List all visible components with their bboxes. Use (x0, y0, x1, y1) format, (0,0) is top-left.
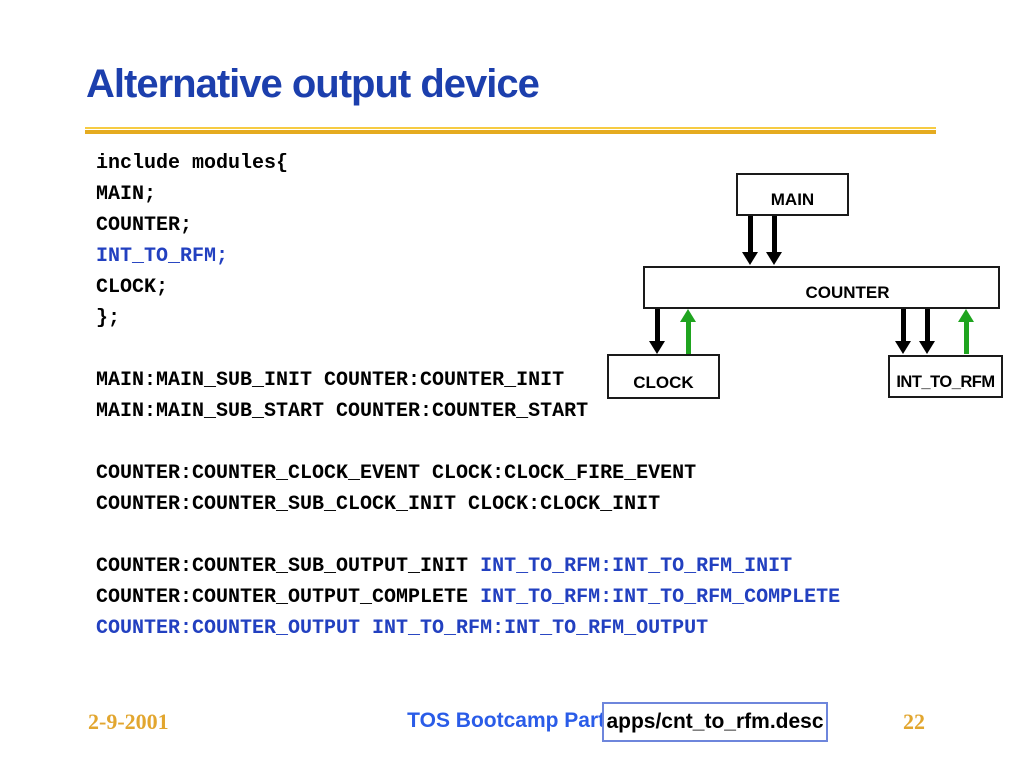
code-line-9 (96, 427, 840, 458)
footer-page-number: 22 (903, 709, 925, 734)
counter-box: COUNTER (643, 266, 1000, 309)
code-line-14: COUNTER:COUNTER_OUTPUT_COMPLETE INT_TO_R… (96, 586, 841, 609)
code-line-10: COUNTER:COUNTER_CLOCK_EVENT CLOCK:CLOCK_… (96, 462, 697, 485)
code-line-5: }; (96, 307, 121, 330)
code-line-11: COUNTER:COUNTER_SUB_CLOCK_INIT CLOCK:CLO… (96, 493, 661, 516)
int-to-rfm-box-label: INT_TO_RFM (896, 373, 995, 391)
title-underline (85, 127, 936, 134)
main-box: MAIN (736, 173, 849, 216)
code-line-7: MAIN:MAIN_SUB_INIT COUNTER:COUNTER_INIT (96, 369, 565, 392)
int-to-rfm-box: INT_TO_RFM (888, 355, 1003, 398)
slide-title: Alternative output device (86, 62, 540, 106)
title-underline-thin (85, 127, 936, 129)
arrow-main-to-counter-2-icon (766, 216, 782, 265)
code-line-3: INT_TO_RFM; (96, 245, 229, 268)
arrow-main-to-counter-1-icon (742, 216, 758, 265)
clock-box-label: CLOCK (633, 373, 694, 392)
code-line-2: COUNTER; (96, 214, 193, 237)
footer-course-title: TOS Bootcamp Part I (407, 709, 617, 732)
filename-box: apps/cnt_to_rfm.desc (602, 702, 828, 742)
clock-box: CLOCK (607, 354, 720, 399)
arrow-clock-to-counter-icon (680, 309, 696, 354)
code-line-8: MAIN:MAIN_SUB_START COUNTER:COUNTER_STAR… (96, 400, 589, 423)
code-line-13: COUNTER:COUNTER_SUB_OUTPUT_INIT INT_TO_R… (96, 555, 793, 578)
code-line-12 (96, 520, 840, 551)
code-line-15: COUNTER:COUNTER_OUTPUT INT_TO_RFM:INT_TO… (96, 617, 709, 640)
arrow-counter-to-rfm-2-icon (919, 309, 935, 354)
arrow-counter-to-clock-icon (649, 309, 665, 354)
arrow-rfm-to-counter-icon (958, 309, 974, 354)
code-line-4: CLOCK; (96, 276, 169, 299)
footer-date: 2-9-2001 (88, 709, 169, 734)
counter-box-label: COUNTER (805, 283, 890, 302)
code-line-1: MAIN; (96, 183, 157, 206)
filename-text: apps/cnt_to_rfm.desc (606, 710, 824, 733)
main-box-label: MAIN (770, 190, 815, 209)
code-block: include modules{ MAIN; COUNTER; INT_TO_RFM;… (96, 148, 840, 644)
code-line-0: include modules{ (96, 152, 289, 175)
title-underline-thick (85, 130, 936, 134)
arrow-counter-to-rfm-1-icon (895, 309, 911, 354)
code-line-6 (96, 334, 840, 365)
